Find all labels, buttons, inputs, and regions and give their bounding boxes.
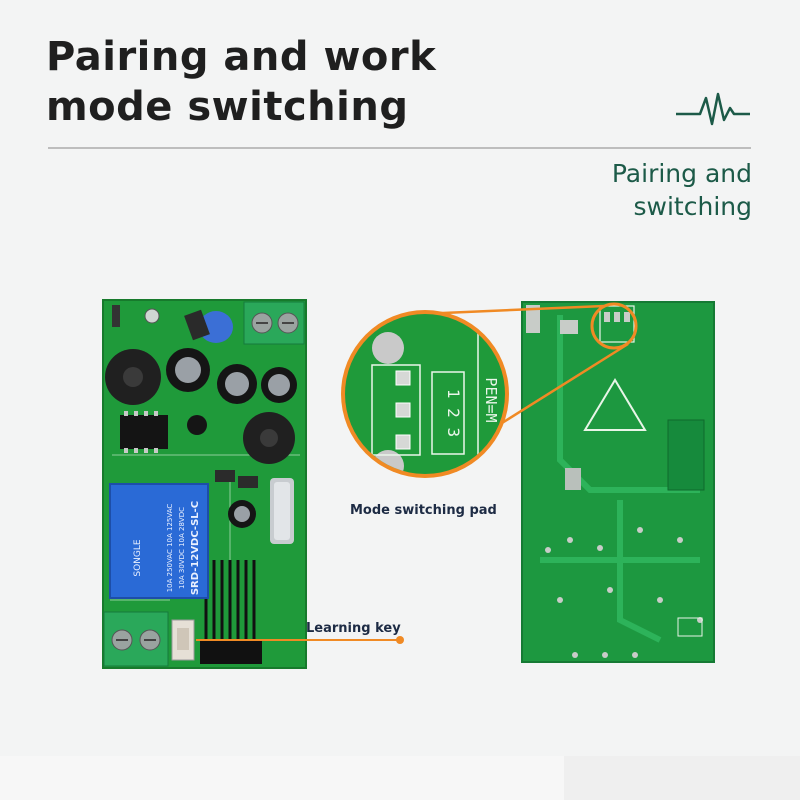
- magnify-connector-bottom: [493, 342, 629, 430]
- page-title-line-2: mode switching: [46, 84, 409, 130]
- relay-brand: SONGLE: [133, 539, 143, 577]
- bottom-band-notch: [564, 756, 800, 800]
- subtitle-line-2: switching: [633, 192, 752, 221]
- pcb-back: [521, 301, 715, 663]
- relay-rating-2: 10A 30VDC 10A 28VDC: [178, 507, 186, 589]
- pad-mode-label: PEN=M: [482, 377, 500, 422]
- section-subtitle: Pairing and switching: [612, 157, 752, 223]
- magnifier-inset: 1 2 3 PEN=M: [341, 310, 509, 478]
- page-title-line-1: Pairing and work: [46, 34, 437, 80]
- mode-switching-pad-label: Mode switching pad: [350, 503, 497, 518]
- learning-key-pointer-dot: [396, 636, 404, 644]
- bottom-band: [0, 756, 800, 800]
- pcb-front: [102, 299, 307, 669]
- relay-model: SRD-12VDC-SL-C: [190, 501, 201, 595]
- pad-pin-label: 1 2 3: [444, 389, 463, 437]
- pulse-icon: [676, 92, 750, 126]
- magnify-connector-top: [419, 304, 605, 316]
- relay-rating-1: 10A 250VAC 10A 125VAC: [166, 504, 174, 593]
- pad-highlight-ring: [590, 302, 638, 350]
- subtitle-line-1: Pairing and: [611, 159, 752, 188]
- learning-key-label: Learning key: [306, 621, 401, 636]
- header-divider: [48, 147, 751, 149]
